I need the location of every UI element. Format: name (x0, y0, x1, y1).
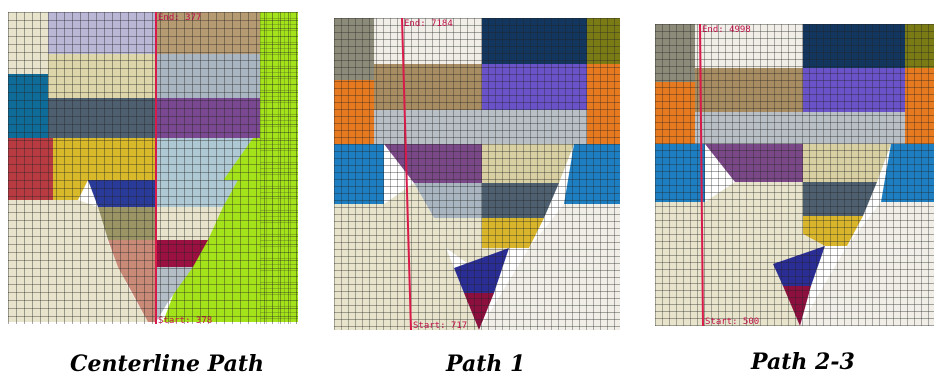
end-label: End: 4998 (702, 25, 751, 35)
mesh-grid-overlay (8, 12, 298, 324)
mesh-grid-overlay (334, 18, 620, 330)
caption-path-1: Path 1 (446, 351, 526, 377)
start-label: Start: 378 (158, 316, 212, 326)
mesh-diagram-path-1: End: 7184 Start: 717 (334, 18, 620, 330)
path-2-3-line (699, 24, 704, 326)
mesh-grid-overlay (655, 24, 934, 326)
start-label: Start: 717 (413, 321, 467, 330)
mesh-panel-centerline: End: 377 Start: 378 (8, 12, 298, 327)
end-label: End: 377 (158, 13, 201, 23)
mesh-panel-path-2-3: End: 4998 Start: 500 (655, 24, 934, 326)
caption-centerline-path: Centerline Path (70, 351, 264, 377)
mesh-diagram-centerline: End: 377 Start: 378 (8, 12, 298, 326)
caption-path-2-3: Path 2-3 (751, 349, 855, 375)
path-1-line (401, 18, 412, 330)
mesh-panel-path-1: End: 7184 Start: 717 (334, 18, 620, 330)
mesh-diagram-path-2-3: End: 4998 Start: 500 (655, 24, 934, 326)
end-label: End: 7184 (404, 19, 453, 29)
start-label: Start: 500 (705, 317, 759, 326)
